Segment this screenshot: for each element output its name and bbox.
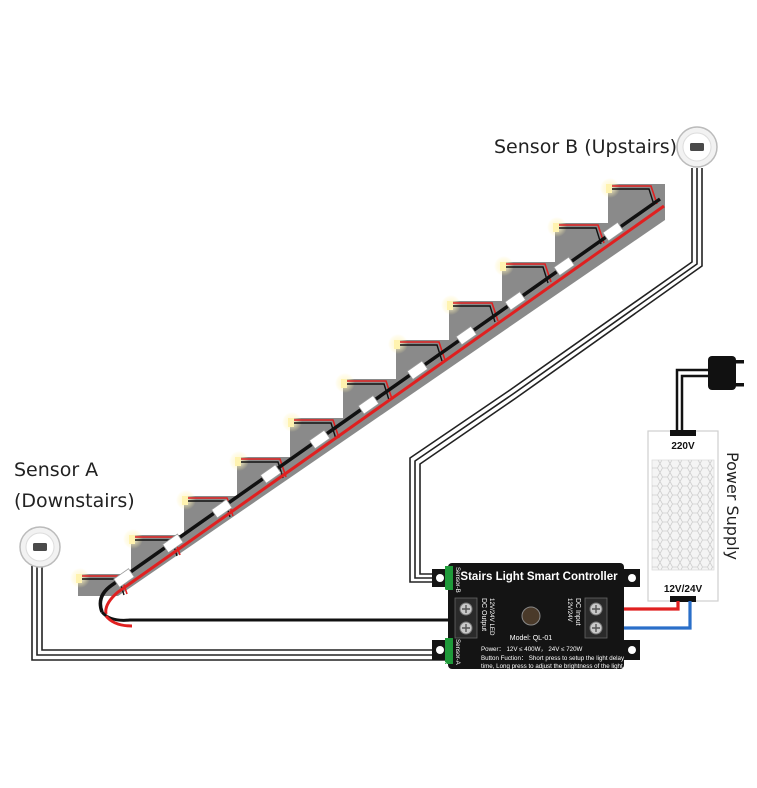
step-strip-wire — [241, 458, 287, 478]
step-led — [447, 301, 453, 310]
controller-button-function-2: time, Long press to adjust the brightnes… — [481, 663, 623, 670]
psu-output-label: 12V/24V — [664, 584, 703, 595]
controller-power-spec: Power： 12V ≤ 400W， 24V ≤ 720W — [481, 646, 583, 653]
sensor-a-port-label: Sensor-A — [454, 639, 461, 666]
step-strip-wire-black — [294, 422, 337, 440]
step-strip-wire — [400, 341, 446, 361]
strip-connector — [602, 221, 624, 242]
staircase — [78, 184, 665, 596]
sensor-b-port-connector — [445, 566, 453, 590]
step-led — [341, 379, 347, 388]
step-strip-wire — [612, 185, 658, 205]
stair-cable — [98, 197, 665, 628]
psu-vent-grille — [651, 459, 715, 571]
psu-input-terminal — [670, 430, 696, 436]
step-strip-wire — [188, 497, 234, 517]
psu-output-wires — [605, 601, 692, 630]
step-strip-wire — [294, 419, 340, 439]
step-led — [553, 223, 559, 232]
led-strips — [70, 178, 658, 596]
step-strip-wire-black — [241, 461, 284, 479]
strip-connector — [357, 395, 380, 415]
input-voltage-label: 12V/24V — [566, 598, 573, 623]
sensor-a-port-connector — [445, 638, 453, 664]
step-strip-wire-black — [612, 188, 655, 206]
plug-icon — [708, 356, 736, 390]
sensor-b-port-label: Sensor-B — [454, 567, 461, 593]
psu-input-label: 220V — [671, 441, 695, 452]
step-led — [500, 262, 506, 271]
step-led — [129, 535, 135, 544]
step-led — [606, 184, 612, 193]
sensor-b-pin-minus: − — [442, 599, 446, 606]
power-supply-label: Power Supply — [723, 452, 742, 560]
sensor-b-pin-plus: + — [442, 587, 446, 594]
strip-connector — [406, 360, 429, 380]
power-supply — [647, 430, 719, 602]
led-output-label: 12V/24V LED — [488, 598, 495, 636]
strip-connector — [113, 568, 135, 588]
mains-plug — [675, 356, 744, 432]
step-strip-wire — [559, 224, 605, 244]
strip-connector — [553, 256, 575, 277]
sensor-a-pin-d: D — [442, 662, 447, 669]
led-output-terminal — [454, 597, 478, 639]
controller-model: Model: QL-01 — [510, 635, 553, 642]
sensor-a-device — [19, 526, 61, 568]
strip-connector — [455, 325, 478, 346]
controller-title: Stairs Light Smart Controller — [460, 571, 618, 583]
step-strip-wire-black — [559, 227, 602, 245]
sensor-a-wire — [31, 566, 452, 661]
sensor-a-lens-icon — [33, 543, 47, 551]
strip-connector — [211, 498, 233, 519]
psu-output-terminal — [670, 596, 696, 602]
step-led — [76, 574, 82, 583]
step-strip-wire-black — [347, 383, 390, 401]
controller-button-icon — [521, 606, 541, 626]
sensor-a-label-line2: (Downstairs) — [14, 490, 135, 512]
smart-controller — [432, 563, 640, 669]
strip-connector — [504, 291, 527, 311]
strip-connectors — [113, 221, 624, 588]
step-strip-wire — [347, 380, 393, 400]
controller-button-function-1: Button Fuction： Short press to setup the… — [481, 655, 625, 662]
strip-connector — [162, 533, 184, 554]
sensor-a-label-line1: Sensor A — [14, 459, 98, 481]
sensor-b-device — [676, 126, 718, 168]
step-led — [394, 340, 400, 349]
stair-body — [78, 184, 665, 596]
dc-input-label: DC Input — [574, 598, 581, 626]
step-led — [182, 496, 188, 505]
strip-connector — [308, 429, 331, 450]
sensor-b-label: Sensor B (Upstairs) — [494, 136, 677, 158]
sensor-b-lens-icon — [690, 143, 704, 151]
dc-input-terminal — [584, 597, 608, 639]
strip-connector — [259, 464, 282, 484]
step-led — [288, 418, 294, 427]
dc-output-label: DC Output — [480, 598, 487, 631]
sensor-b-wire — [409, 168, 703, 583]
step-led — [235, 457, 241, 466]
